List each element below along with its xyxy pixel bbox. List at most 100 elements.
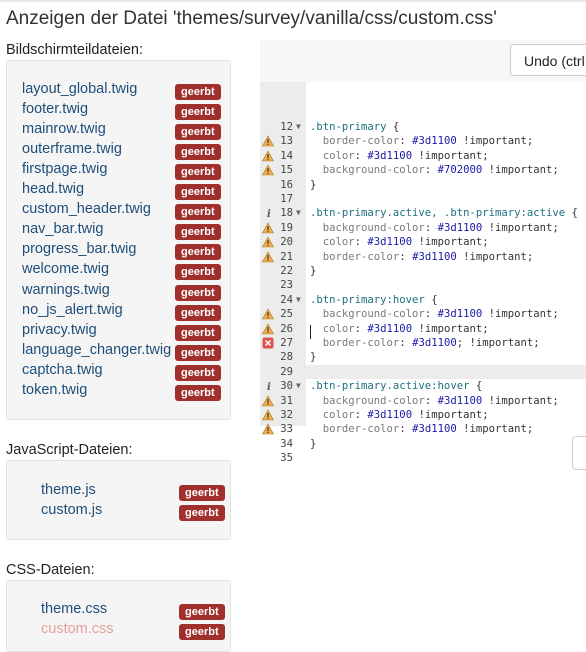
code-text: } (310, 351, 317, 364)
file-link[interactable]: outerframe.twig (22, 141, 122, 158)
code-line[interactable]: 31 background-color: #3d1100 !important; (260, 394, 586, 408)
line-number: 16 (280, 178, 293, 191)
warning-triangle-icon[interactable] (261, 150, 275, 162)
file-link[interactable]: nav_bar.twig (22, 221, 104, 238)
code-text: .btn-primary { (310, 121, 400, 133)
line-number: 29 (280, 365, 293, 378)
file-link[interactable]: token.twig (22, 381, 88, 398)
code-line[interactable]: 35 (260, 451, 586, 465)
code-line[interactable]: 16} (260, 178, 586, 192)
file-link[interactable]: progress_bar.twig (22, 241, 137, 258)
warning-triangle-icon[interactable] (261, 423, 275, 435)
code-line[interactable]: 26 color: #3d1100 !important; (260, 322, 586, 336)
file-link[interactable]: footer.twig (22, 101, 89, 118)
code-line[interactable]: 19 background-color: #3d1100 !important; (260, 221, 586, 235)
inherited-badge: geerbt (175, 184, 221, 201)
side-button[interactable] (572, 436, 586, 470)
code-line[interactable]: 34} (260, 437, 586, 451)
code-line[interactable]: 14 color: #3d1100 !important; (260, 149, 586, 163)
fold-arrow-icon[interactable]: ▼ (296, 381, 301, 391)
code-line[interactable]: 24▼.btn-primary:hover { (260, 293, 586, 307)
warning-triangle-icon[interactable] (261, 394, 275, 407)
info-icon[interactable]: i (262, 380, 274, 393)
file-link[interactable]: privacy.twig (22, 321, 97, 338)
js-files-label: JavaScript-Dateien: (6, 442, 133, 458)
file-link[interactable]: head.twig (22, 181, 85, 198)
fold-arrow-icon[interactable]: ▼ (296, 122, 301, 131)
warning-triangle-icon[interactable] (261, 308, 275, 320)
code-line[interactable]: 13 border-color: #3d1100 !important; (260, 134, 586, 148)
file-link[interactable]: no_js_alert.twig (22, 301, 123, 318)
file-link[interactable]: captcha.twig (22, 361, 103, 378)
file-link[interactable]: theme.js (41, 482, 96, 498)
warning-triangle-icon[interactable] (261, 322, 275, 335)
code-line[interactable]: 12▼.btn-primary { (260, 120, 586, 134)
undo-button[interactable]: Undo (ctrl (510, 44, 586, 76)
error-x-icon[interactable] (262, 337, 274, 349)
code-line[interactable]: 17 (260, 192, 586, 206)
code-line[interactable]: 23 (260, 278, 586, 292)
file-link[interactable]: theme.css (41, 601, 108, 617)
file-link[interactable]: custom.css (41, 621, 114, 637)
inherited-badge: geerbt (175, 344, 221, 361)
line-number: 26 (280, 322, 293, 335)
file-link[interactable]: firstpage.twig (22, 161, 108, 178)
file-link[interactable]: custom_header.twig (22, 201, 151, 218)
code-line[interactable]: 20 color: #3d1100 !important; (260, 235, 586, 249)
file-link[interactable]: custom.js (41, 502, 103, 518)
screen-file-item[interactable]: token.twig geerbt (7, 382, 230, 402)
line-number: 17 (280, 193, 293, 205)
code-line[interactable]: 25 background-color: #3d1100 !important; (260, 307, 586, 321)
code-line[interactable]: 28} (260, 350, 586, 364)
inherited-badge: geerbt (175, 384, 221, 401)
line-number: 13 (280, 135, 293, 148)
fold-arrow-icon[interactable]: ▼ (296, 294, 301, 304)
warning-triangle-icon[interactable] (261, 250, 275, 263)
warning-triangle-icon[interactable] (261, 135, 275, 147)
screen-file-item[interactable]: progress_bar.twig geerbt (7, 241, 230, 261)
warning-triangle-icon[interactable] (261, 236, 275, 248)
screen-file-item[interactable]: head.twig geerbt (7, 181, 230, 201)
warning-triangle-icon[interactable] (261, 164, 275, 176)
file-link[interactable]: welcome.twig (22, 261, 110, 278)
code-line[interactable]: 22} (260, 264, 586, 278)
warning-triangle-icon[interactable] (261, 409, 275, 421)
file-link[interactable]: language_changer.twig (22, 341, 172, 358)
info-icon[interactable]: i (262, 207, 274, 220)
code-text: color: #3d1100 !important; (322, 409, 489, 421)
code-line[interactable]: 33 border-color: #3d1100 !important; (260, 422, 586, 436)
file-link[interactable]: warnings.twig (22, 281, 110, 298)
code-editor[interactable]: 12▼.btn-primary {13 border-color: #3d110… (260, 40, 586, 464)
code-line[interactable]: 29 (260, 364, 586, 380)
code-line[interactable]: 21 border-color: #3d1100 !important; (260, 250, 586, 264)
file-link[interactable]: layout_global.twig (22, 81, 138, 97)
code-line[interactable]: 15 background-color: #702000 !important; (260, 163, 586, 177)
file-link[interactable]: mainrow.twig (22, 121, 106, 138)
warning-triangle-icon[interactable] (261, 222, 275, 234)
code-line[interactable]: 32 color: #3d1100 !important; (260, 408, 586, 422)
code-line[interactable]: 27 border-color: #3d1100; !important; (260, 336, 586, 350)
line-number: 27 (280, 337, 293, 349)
inherited-badge: geerbt (175, 244, 221, 261)
fold-arrow-icon[interactable]: ▼ (296, 208, 301, 218)
